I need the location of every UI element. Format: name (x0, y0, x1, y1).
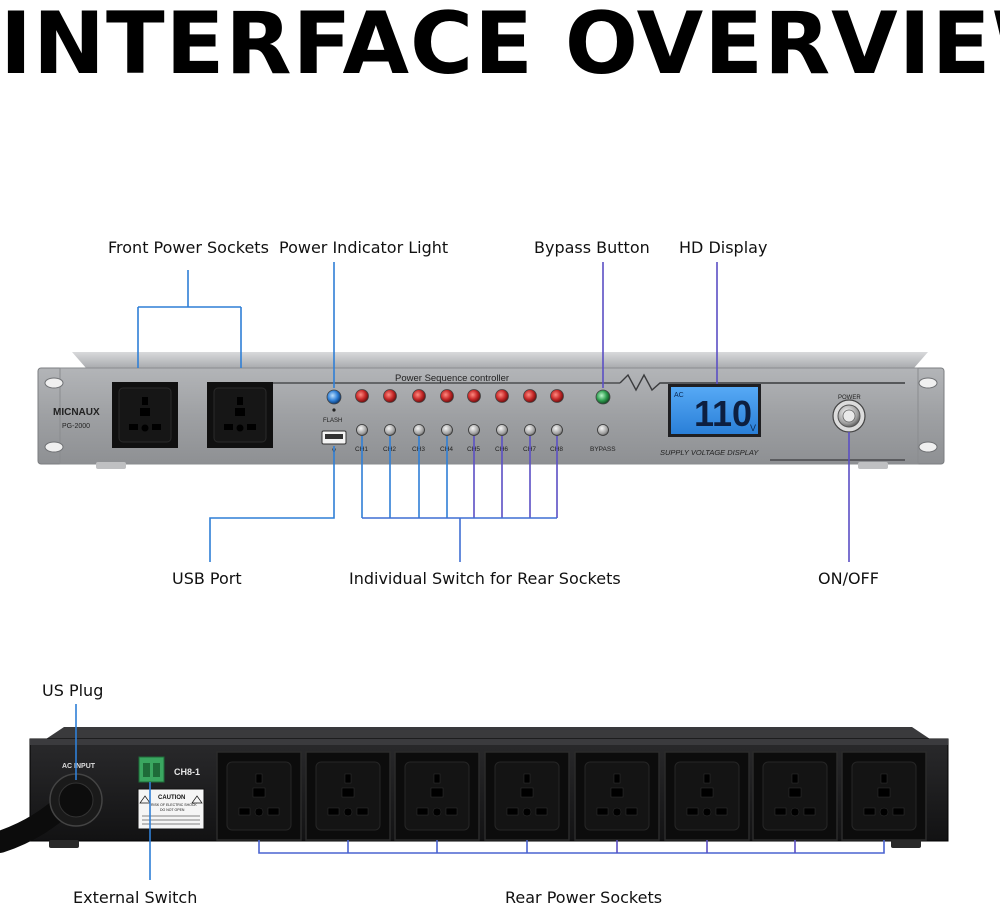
ac-input-label: AC INPUT (62, 763, 96, 770)
rear-socket-8 (841, 751, 927, 841)
label-hd-display: HD Display (679, 238, 768, 257)
us-plug-cord (0, 773, 103, 853)
external-switch-terminal[interactable] (138, 756, 165, 783)
rear-socket-5 (574, 751, 660, 841)
terminal-label: CH8-1 (174, 767, 200, 777)
label-bypass-button: Bypass Button (534, 238, 650, 257)
ch1-indicator-light (355, 389, 369, 403)
caution-line-2: DO NOT OPEN (160, 808, 185, 812)
caution-sticker (137, 788, 205, 830)
ch4-switch-button[interactable] (441, 424, 453, 436)
bypass-button[interactable] (597, 424, 609, 436)
front-callout-lines (137, 262, 850, 562)
rear-socket-2 (305, 751, 391, 841)
rear-callout-lines (75, 704, 885, 880)
controller-label: Power Sequence controller (395, 373, 509, 384)
label-usb-port: USB Port (172, 569, 242, 588)
ch2-switch-button[interactable] (384, 424, 396, 436)
label-front-power-sockets: Front Power Sockets (108, 238, 269, 257)
front-socket-1 (111, 381, 179, 449)
label-individual-switch: Individual Switch for Rear Sockets (349, 569, 621, 588)
display-voltage-value: 110 (694, 393, 752, 434)
label-external-switch: External Switch (73, 888, 198, 907)
flash-label: FLASH (323, 418, 342, 424)
ch6-switch-button[interactable] (496, 424, 508, 436)
ch7-switch-button[interactable] (524, 424, 536, 436)
ch7-indicator-light (523, 389, 537, 403)
page-title: INTERFACE OVERVIEW (0, 0, 1000, 94)
bypass-indicator-light (595, 389, 611, 405)
rear-socket-1 (216, 751, 302, 841)
caution-title: CAUTION (158, 795, 185, 801)
ch1-switch-button[interactable] (356, 424, 368, 436)
caution-line-1: RISK OF ELECTRIC SHOCK (151, 803, 197, 807)
rear-socket-3 (394, 751, 480, 841)
flash-dot (332, 408, 336, 412)
bypass-label: BYPASS (590, 446, 616, 453)
hd-display (671, 387, 758, 434)
power-indicator-light (326, 389, 342, 405)
ch5-indicator-light (467, 389, 481, 403)
display-caption: SUPPLY VOLTAGE DISPLAY (660, 448, 759, 457)
ch6-indicator-light (495, 389, 509, 403)
ch4-indicator-light (440, 389, 454, 403)
label-power-indicator-light: Power Indicator Light (279, 238, 449, 257)
ch5-switch-button[interactable] (468, 424, 480, 436)
front-socket-2 (206, 381, 274, 449)
display-ac-label: AC (674, 392, 684, 399)
ch2-indicator-light (383, 389, 397, 403)
power-label: POWER (838, 395, 861, 401)
model-label: PG-2000 (62, 423, 90, 430)
ch3-indicator-light (412, 389, 426, 403)
label-on-off: ON/OFF (818, 569, 879, 588)
brand-label: MICNAUX (53, 407, 100, 418)
ch8-indicator-light (550, 389, 564, 403)
ch8-switch-button[interactable] (551, 424, 563, 436)
display-unit-label: V (750, 423, 756, 433)
ch3-switch-button[interactable] (413, 424, 425, 436)
rear-socket-4 (484, 751, 570, 841)
label-rear-power-sockets: Rear Power Sockets (505, 888, 663, 907)
label-us-plug: US Plug (42, 681, 104, 700)
rear-socket-7 (752, 751, 838, 841)
rear-socket-6 (664, 751, 750, 841)
